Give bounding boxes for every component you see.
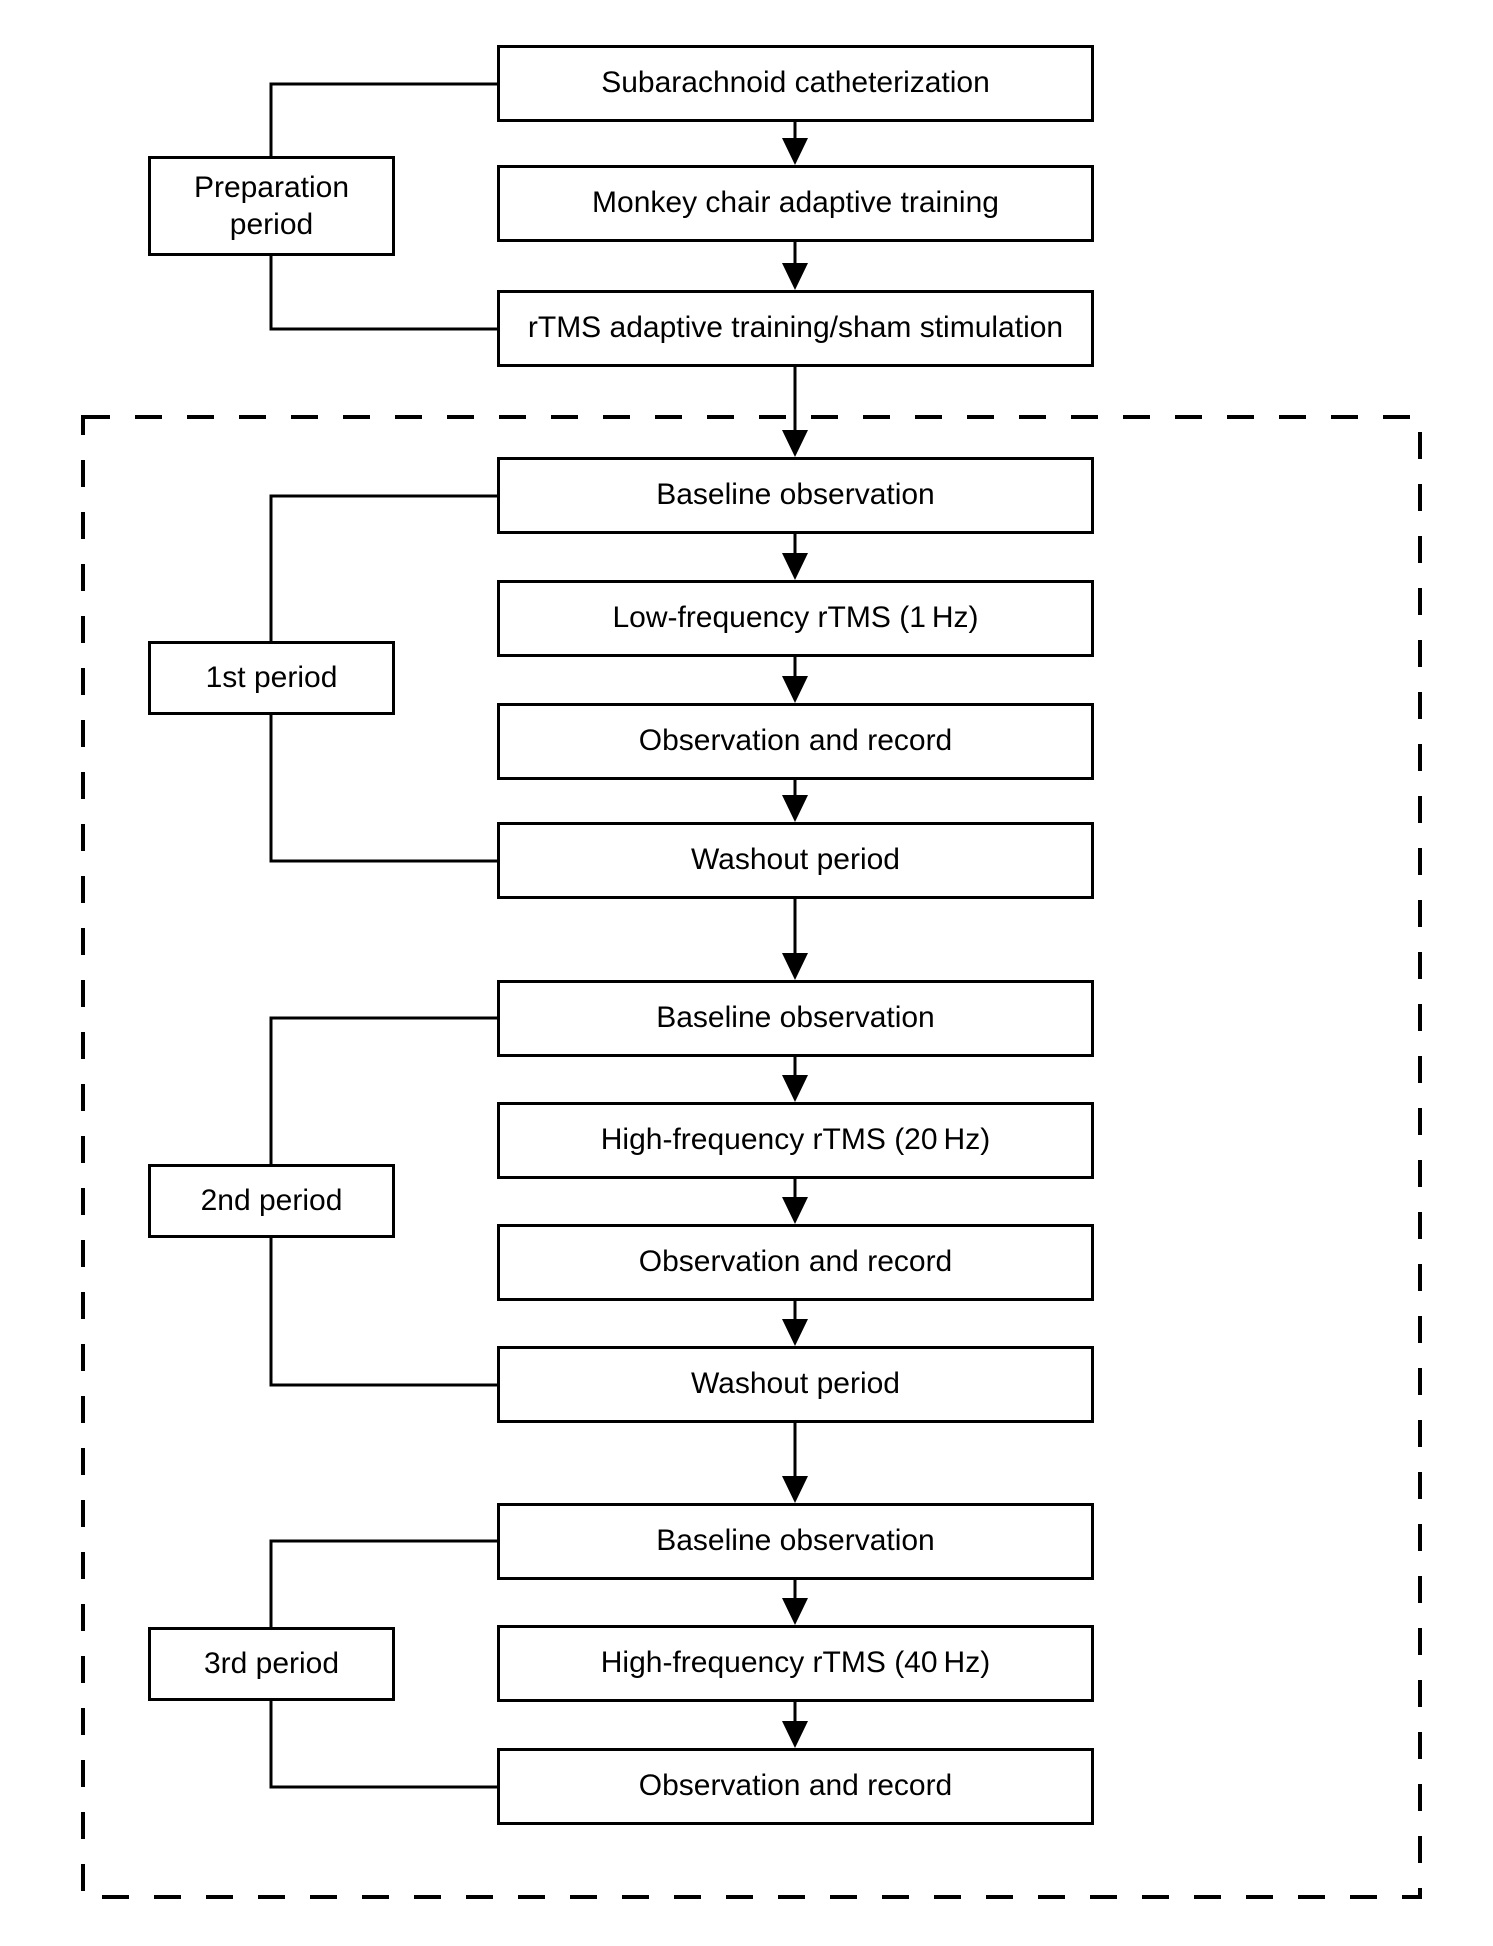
step-monkey-chair-adaptive-training: Monkey chair adaptive training	[497, 165, 1094, 242]
experiment-dashed-border	[81, 415, 1422, 1899]
flow-arrow	[782, 1580, 808, 1625]
step-baseline-observation-3: Baseline observation	[497, 1503, 1094, 1580]
flow-arrow	[782, 1057, 808, 1102]
step-high-frequency-rtms-40hz: High-frequency rTMS (40 Hz)	[497, 1625, 1094, 1702]
step-observation-and-record-2: Observation and record	[497, 1224, 1094, 1301]
label-preparation-period: Preparation period	[148, 156, 395, 256]
flow-arrow	[782, 122, 808, 165]
step-subarachnoid-catheterization: Subarachnoid catheterization	[497, 45, 1094, 122]
step-high-frequency-rtms-20hz: High-frequency rTMS (20 Hz)	[497, 1102, 1094, 1179]
label-3rd-period: 3rd period	[148, 1627, 395, 1701]
flow-arrow	[782, 1179, 808, 1224]
flow-arrow	[782, 1702, 808, 1748]
label-1st-period: 1st period	[148, 641, 395, 715]
step-low-frequency-rtms-1hz: Low-frequency rTMS (1 Hz)	[497, 580, 1094, 657]
flow-arrow	[782, 657, 808, 703]
step-rtms-adaptive-training-sham-stimulation: rTMS adaptive training/sham stimulation	[497, 290, 1094, 367]
flow-arrow	[782, 1301, 808, 1346]
flow-arrow	[782, 367, 808, 457]
flow-arrow	[782, 242, 808, 290]
step-washout-period-1: Washout period	[497, 822, 1094, 899]
flow-arrow	[782, 1423, 808, 1503]
flow-arrow	[782, 534, 808, 580]
step-observation-and-record-3: Observation and record	[497, 1748, 1094, 1825]
label-2nd-period: 2nd period	[148, 1164, 395, 1238]
step-baseline-observation-1: Baseline observation	[497, 457, 1094, 534]
flow-arrow	[782, 899, 808, 980]
step-observation-and-record-1: Observation and record	[497, 703, 1094, 780]
flow-arrow	[782, 780, 808, 822]
step-washout-period-2: Washout period	[497, 1346, 1094, 1423]
step-baseline-observation-2: Baseline observation	[497, 980, 1094, 1057]
